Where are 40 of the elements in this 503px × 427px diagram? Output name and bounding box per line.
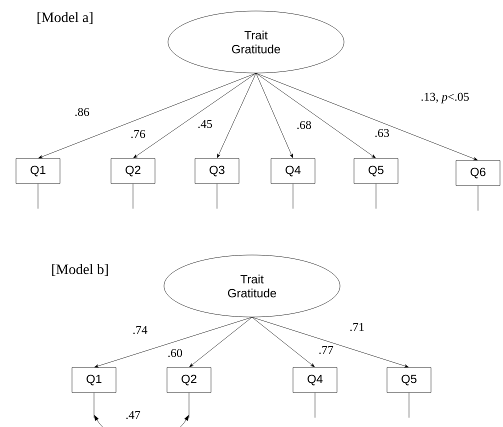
loading-arrow <box>256 73 376 158</box>
covariance-arrow <box>94 415 189 427</box>
edge-label: .77 <box>318 345 334 355</box>
item-box: Q4 <box>292 367 338 393</box>
loading-arrow <box>189 317 252 368</box>
error-line <box>408 392 410 418</box>
edge-label: .13, p<.05 <box>420 92 470 104</box>
edge-label: .76 <box>130 128 146 140</box>
item-box: Q5 <box>354 158 398 184</box>
item-box: Q5 <box>386 367 432 393</box>
loading-arrow <box>133 73 256 158</box>
edge-label: .47 <box>124 410 142 420</box>
loading-arrow <box>256 73 478 160</box>
edge-label: .74 <box>132 324 148 336</box>
loading-arrow <box>94 317 252 368</box>
item-box: Q4 <box>270 158 316 184</box>
edge-label: .86 <box>74 106 90 118</box>
loading-arrow <box>217 73 256 158</box>
item-box: Q3 <box>194 158 240 184</box>
edge-label: .71 <box>348 322 366 332</box>
model-title: [Model a] <box>38 12 92 24</box>
error-line <box>216 184 218 209</box>
edge-label: .45 <box>196 118 214 130</box>
loading-arrow <box>252 317 315 368</box>
item-box: Q1 <box>72 367 116 393</box>
item-box: Q2 <box>166 367 212 393</box>
error-line <box>188 392 190 418</box>
item-box: Q6 <box>456 160 500 186</box>
item-box: Q1 <box>16 158 60 184</box>
edge-label: .60 <box>166 348 184 358</box>
loading-arrow <box>256 73 293 158</box>
item-box: Q2 <box>110 158 156 184</box>
edge-label: .68 <box>296 120 312 130</box>
loading-arrow <box>38 73 256 158</box>
error-line <box>132 184 134 209</box>
error-line <box>292 184 294 209</box>
model-title: [Model b] <box>52 264 108 276</box>
error-line <box>314 392 316 418</box>
loading-arrow <box>252 317 409 368</box>
edge-label: .63 <box>374 128 390 138</box>
